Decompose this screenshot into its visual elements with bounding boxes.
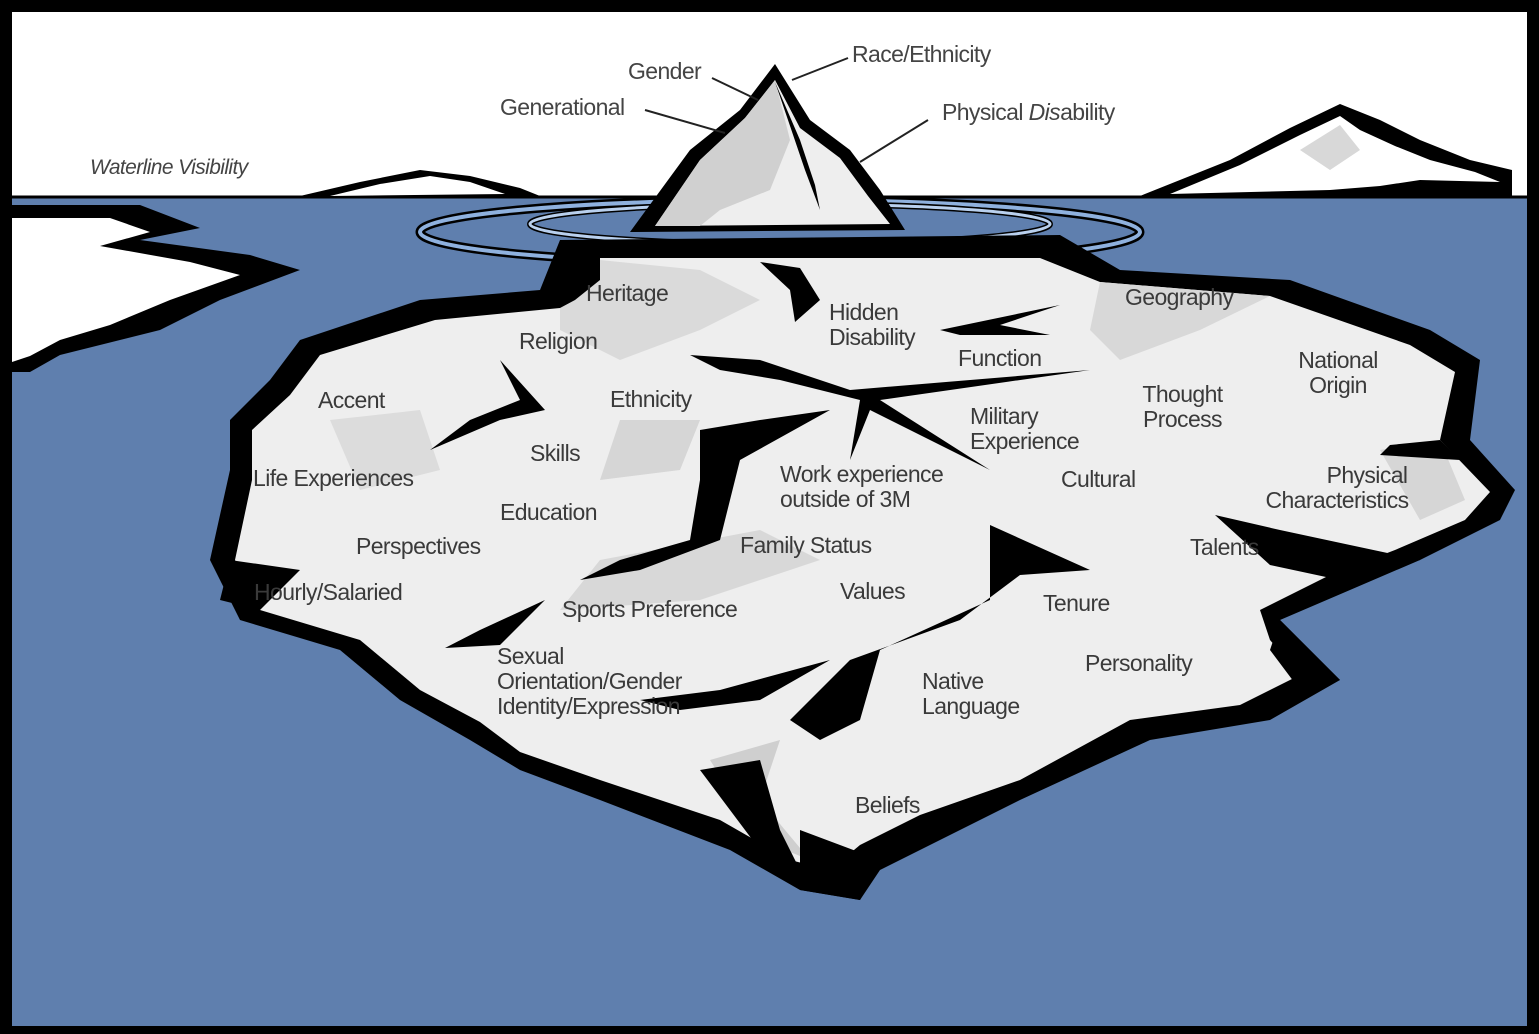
left-distant-peak-face [330, 176, 505, 196]
label-religion: Religion [519, 328, 598, 354]
label-military-experience-line: Military [970, 403, 1039, 429]
label-generational: Generational [500, 94, 625, 120]
label-thought-process: Thought Process [1130, 382, 1235, 432]
label-sexual-orientation-line: Sexual [497, 643, 564, 669]
label-beliefs: Beliefs [855, 792, 920, 818]
crack-13 [1270, 620, 1340, 690]
label-ethnicity: Ethnicity [610, 386, 692, 412]
leader-race [791, 57, 849, 81]
label-native-language-line: Language [922, 693, 1020, 719]
label-sexual-orientation-line: Identity/Expression [497, 693, 681, 719]
label-work-experience: Work experience outside of 3M [780, 461, 944, 512]
iceberg-tip-shade [655, 80, 790, 226]
crack-3 [940, 305, 1060, 335]
crack-4 [690, 355, 1090, 470]
label-physical-disability-prefix: Physical [942, 99, 1029, 125]
label-physical-disability-italic: Dis [1028, 99, 1061, 125]
label-talents: Talents [1190, 534, 1259, 560]
label-sexual-orientation: Sexual Orientation/Gender Identity/Expre… [497, 644, 682, 719]
label-accent: Accent [318, 387, 385, 413]
label-hidden-disability-line: Disability [829, 324, 916, 350]
crack-1 [560, 258, 600, 308]
ice-shade-1 [560, 258, 760, 360]
label-national-origin: National Origin [1283, 348, 1393, 398]
label-race-ethnicity: Race/Ethnicity [852, 41, 991, 67]
label-native-language: Native Language [922, 669, 1020, 719]
leader-disability [859, 119, 929, 163]
label-physical-characteristics-line: Characteristics [1265, 487, 1409, 513]
label-hidden-disability: Hidden Disability [829, 299, 916, 350]
label-family-status: Family Status [740, 532, 872, 558]
crack-12 [800, 830, 880, 900]
label-gender: Gender [628, 58, 702, 84]
label-life-experiences: Life Experiences [253, 465, 414, 491]
crack-10 [640, 660, 830, 710]
label-military-experience: Military Experience [970, 403, 1080, 454]
crack-11 [700, 760, 810, 890]
label-geography: Geography [1125, 284, 1234, 310]
label-hourly-salaried: Hourly/Salaried [254, 579, 403, 605]
ice-shade-2 [1090, 282, 1270, 360]
label-perspectives: Perspectives [356, 533, 481, 559]
label-national-origin-line: Origin [1309, 372, 1367, 398]
ice-shade-6 [1380, 440, 1465, 520]
left-ice-floe-face [12, 218, 240, 362]
crack-8 [1215, 515, 1420, 580]
label-physical-disability-suffix: ability [1060, 99, 1115, 125]
label-function: Function [958, 345, 1042, 371]
label-military-experience-line: Experience [970, 428, 1080, 454]
right-peak-shade [1300, 125, 1360, 170]
label-values: Values [840, 578, 906, 604]
crack-7 [790, 525, 1090, 740]
ice-shade-7 [330, 410, 440, 490]
crack-6 [580, 410, 830, 580]
crack-2 [760, 262, 820, 322]
label-work-experience-line: Work experience [780, 461, 944, 487]
crack-14 [1380, 440, 1460, 460]
label-thought-process-line: Thought [1142, 381, 1223, 407]
label-heritage: Heritage [586, 280, 669, 306]
label-skills: Skills [530, 440, 581, 466]
iceberg-tip-crack [775, 82, 820, 210]
label-sexual-orientation-line: Orientation/Gender [497, 668, 682, 694]
leader-gender [711, 77, 759, 101]
label-native-language-line: Native [922, 668, 984, 694]
crack-15 [220, 560, 300, 610]
label-physical-disability: Physical Disability [942, 100, 1115, 125]
label-education: Education [500, 499, 598, 525]
label-work-experience-line: outside of 3M [780, 486, 911, 512]
crack-5 [430, 360, 545, 450]
ice-shade-4 [560, 530, 820, 610]
label-national-origin-line: National [1298, 347, 1378, 373]
ice-shade-3 [600, 420, 700, 480]
label-cultural: Cultural [1061, 466, 1136, 492]
label-hidden-disability-line: Hidden [829, 299, 899, 325]
submerged-iceberg-face [235, 258, 1490, 870]
label-personality: Personality [1085, 650, 1193, 676]
label-thought-process-line: Process [1143, 406, 1222, 432]
leader-generational [644, 109, 726, 134]
label-physical-characteristics: Physical Characteristics [1252, 463, 1422, 513]
waterline-label: Waterline Visibility [90, 156, 248, 179]
label-tenure: Tenure [1043, 590, 1110, 616]
label-physical-characteristics-line: Physical [1326, 462, 1408, 488]
crack-9 [445, 600, 545, 648]
label-sports-preference: Sports Preference [562, 596, 738, 622]
